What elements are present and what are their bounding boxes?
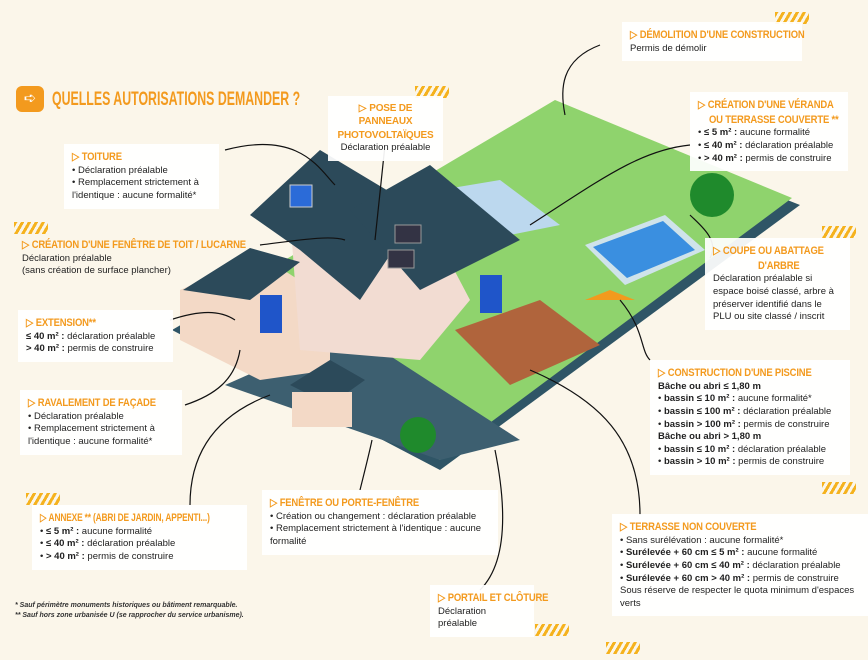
card-item: > 40 m² : permis de construire xyxy=(26,343,154,355)
wooden-terrace xyxy=(455,300,600,385)
card-title: OU TERRASSE COUVERTE ** xyxy=(709,113,839,126)
garden-shed xyxy=(292,392,352,427)
card-text: Déclaration préalable xyxy=(438,605,487,630)
card-panneaux: ▷POSE DE PANNEAUX PHOTOVOLTAÏQUES Déclar… xyxy=(328,96,443,161)
patio-door xyxy=(260,295,282,333)
card-text: Déclaration préalable si espace boisé cl… xyxy=(713,273,834,323)
card-item: ≤ 5 m² : aucune formalité xyxy=(40,526,239,539)
card-title: CRÉATION D'UNE VÉRANDA xyxy=(707,99,834,111)
card-item: > 40 m² : permis de construire xyxy=(698,153,840,166)
card-item: bassin > 10 m² : permis de construire xyxy=(658,456,842,469)
connector-arrows xyxy=(169,44,714,591)
card-title: PORTAIL ET CLÔTURE xyxy=(447,592,549,604)
card-title: POSE DE PANNEAUX PHOTOVOLTAÏQUES xyxy=(337,103,434,141)
card-item: > 40 m² : permis de construire xyxy=(40,551,239,564)
hatch-decoration xyxy=(775,12,809,24)
card-fenetre-toit: ▷CRÉATION D'UNE FENÊTRE DE TOIT / LUCARN… xyxy=(14,232,264,284)
card-ravalement: ▷RAVALEMENT DE FAÇADE Déclaration préala… xyxy=(20,390,182,455)
card-arbre: ▷COUPE OU ABATTAGE D'ARBRE Déclaration p… xyxy=(705,238,850,330)
pool xyxy=(593,221,695,278)
card-item: Remplacement strictement à l'identique :… xyxy=(28,423,174,448)
card-extension: ▷EXTENSION** ≤ 40 m² : déclaration préal… xyxy=(18,310,173,362)
card-item: Remplacement strictement à l'identique :… xyxy=(72,177,211,202)
hatch-decoration xyxy=(822,226,856,238)
card-item: bassin ≤ 10 m² : déclaration préalable xyxy=(658,444,842,457)
hatch-decoration xyxy=(822,482,856,494)
card-title: D'ARBRE xyxy=(758,259,800,272)
card-item: ≤ 40 m² : déclaration préalable xyxy=(40,538,239,551)
card-title: TERRASSE NON COUVERTE xyxy=(629,521,757,533)
hatch-decoration xyxy=(14,222,48,234)
hatch-decoration xyxy=(415,86,449,98)
card-text: Déclaration préalable xyxy=(22,252,112,264)
roof-main xyxy=(350,165,520,290)
card-title: RAVALEMENT DE FAÇADE xyxy=(37,397,156,409)
solar-panel xyxy=(394,224,422,244)
card-item: ≤ 5 m² : aucune formalité xyxy=(698,127,840,140)
card-item: bassin ≤ 10 m² : aucune formalité* xyxy=(658,393,842,406)
card-note: Sous réserve de respecter le quota minim… xyxy=(620,585,855,609)
card-item: Déclaration préalable xyxy=(72,165,211,178)
card-title: FENÊTRE OU PORTE-FENÊTRE xyxy=(279,497,420,509)
card-text: Permis de démolir xyxy=(630,42,707,54)
hatch-decoration xyxy=(26,493,60,505)
tree xyxy=(400,417,436,453)
page-title: QUELLES AUTORISATIONS DEMANDER ? xyxy=(52,89,301,110)
card-title: EXTENSION** xyxy=(35,317,96,329)
card-annexe: ▷ANNEXE ** (ABRI DE JARDIN, APPENTI...) … xyxy=(32,505,247,570)
card-item: bassin ≤ 100 m² : déclaration préalable xyxy=(658,406,842,419)
patio-door xyxy=(480,275,502,313)
roof-window xyxy=(289,184,313,208)
card-fenetre: ▷FENÊTRE OU PORTE-FENÊTRE Création ou ch… xyxy=(262,490,498,555)
card-title: TOITURE xyxy=(81,151,122,163)
footnotes: * Sauf périmètre monuments historiques o… xyxy=(15,601,244,621)
card-item: Sans surélévation : aucune formalité* xyxy=(620,535,860,548)
card-item: Surélevée + 60 cm ≤ 40 m² : déclaration … xyxy=(620,560,860,573)
card-text: Déclaration préalable xyxy=(340,141,431,153)
card-demolition: ▷DÉMOLITION D'UNE CONSTRUCTION Permis de… xyxy=(622,22,805,62)
card-title: CONSTRUCTION D'UNE PISCINE xyxy=(667,367,812,379)
card-item: Surélevée + 60 cm > 40 m² : permis de co… xyxy=(620,573,860,586)
card-portail: ▷PORTAIL ET CLÔTURE Déclaration préalabl… xyxy=(430,585,548,637)
card-terrasse: ▷TERRASSE NON COUVERTE Sans surélévation… xyxy=(612,514,868,617)
card-toiture: ▷TOITURE Déclaration préalableRemplaceme… xyxy=(64,144,219,209)
card-subtitle: Bâche ou abri ≤ 1,80 m xyxy=(658,380,761,392)
card-text: (sans création de surface plancher) xyxy=(22,265,171,277)
card-item: ≤ 40 m² : déclaration préalable xyxy=(26,330,156,342)
tree xyxy=(690,173,734,217)
card-subtitle: Bâche ou abri > 1,80 m xyxy=(658,431,762,443)
card-title: COUPE OU ABATTAGE xyxy=(722,245,824,257)
card-item: Déclaration préalable xyxy=(28,411,174,424)
arrow-icon: ➪ xyxy=(16,86,44,112)
card-title: DÉMOLITION D'UNE CONSTRUCTION xyxy=(639,29,805,41)
card-title: ANNEXE ** (ABRI DE JARDIN, APPENTI...) xyxy=(48,512,210,524)
extension-roof xyxy=(183,248,300,300)
card-item: ≤ 40 m² : déclaration préalable xyxy=(698,140,840,153)
card-item: Création ou changement : déclaration pré… xyxy=(270,511,490,524)
parasol xyxy=(585,290,635,300)
footnote: ** Sauf hors zone urbanisée U (se rappro… xyxy=(15,611,244,619)
card-piscine: ▷CONSTRUCTION D'UNE PISCINE Bâche ou abr… xyxy=(650,360,850,475)
card-item: Surélevée + 60 cm ≤ 5 m² : aucune formal… xyxy=(620,547,860,560)
card-item: Remplacement strictement à l'identique :… xyxy=(270,523,490,548)
footnote: * Sauf périmètre monuments historiques o… xyxy=(15,602,238,609)
solar-panel xyxy=(387,249,415,269)
card-item: bassin > 100 m² : permis de construire xyxy=(658,419,842,432)
card-title: CRÉATION D'UNE FENÊTRE DE TOIT / LUCARNE xyxy=(31,239,246,251)
hatch-decoration xyxy=(535,624,569,636)
hatch-decoration xyxy=(606,642,640,654)
card-veranda: ▷CRÉATION D'UNE VÉRANDA OU TERRASSE COUV… xyxy=(690,92,848,172)
